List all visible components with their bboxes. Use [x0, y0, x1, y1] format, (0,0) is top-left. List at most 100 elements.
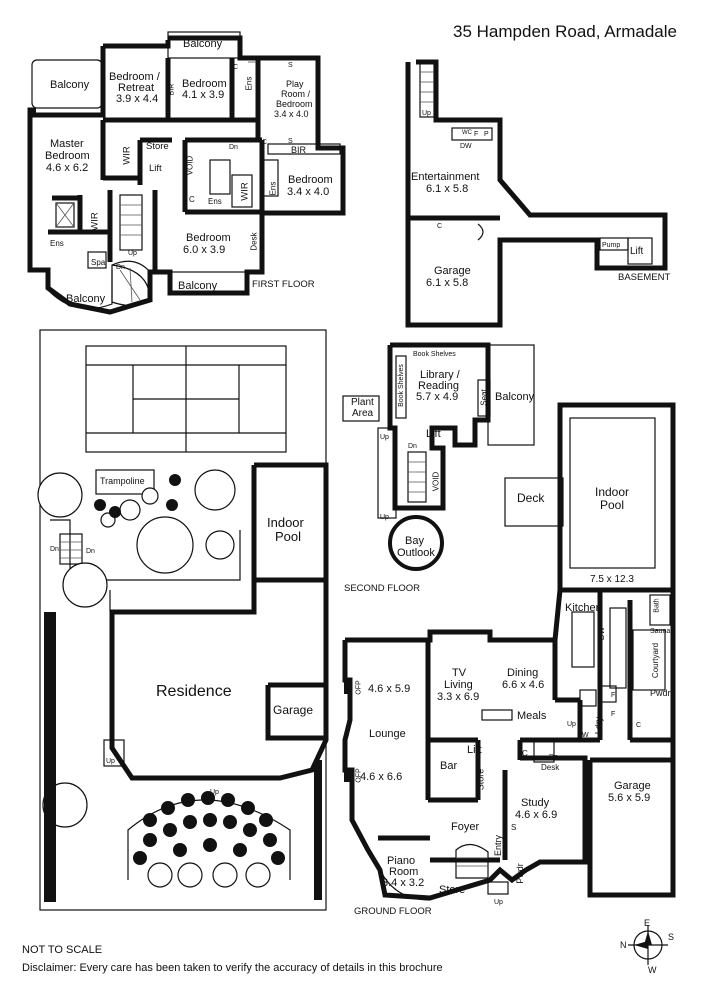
ofp-label-1: OFP: [355, 680, 363, 695]
ground-f-label-1: F: [611, 692, 616, 699]
store-label: Store: [146, 141, 169, 152]
site-up-label-1: Up: [106, 758, 115, 765]
entertainment-label: Entertainment: [411, 171, 480, 183]
seat-label: Seat: [479, 389, 489, 406]
basement-wc-label: WC: [462, 130, 472, 136]
void-label: VOID: [185, 155, 195, 176]
dining-size: 6.6 x 4.6: [502, 679, 545, 691]
ldry-label: Ldry: [593, 716, 604, 735]
compass-w: W: [648, 965, 657, 975]
piano-label: Piano: [387, 855, 416, 867]
compass-e: E: [644, 918, 651, 928]
ground-f-label-2: F: [611, 711, 616, 718]
bedroom-retreat-size: 3.9 x 4.4: [116, 93, 159, 105]
deck-label: Deck: [517, 491, 545, 505]
compass-rose: [628, 925, 668, 965]
first-dn-label-1: Dn: [229, 144, 238, 151]
ground-garage-size: 5.6 x 5.9: [608, 792, 651, 804]
bay-label: Bay: [405, 535, 424, 547]
pool-size: 7.5 x 12.3: [590, 574, 634, 585]
ground-s-label-1: S: [582, 787, 588, 796]
tv-label-2: Living: [444, 679, 473, 691]
ground-floor-plan: [342, 402, 676, 901]
ground-dn-label: Dn: [549, 754, 558, 761]
courtyard-label: Courtyard: [651, 642, 661, 679]
second-balcony-label: Balcony: [495, 391, 535, 403]
first-floor-label: FIRST FLOOR: [252, 279, 315, 290]
study-size: 4.6 x 6.9: [515, 809, 558, 821]
second-void-label: VOID: [431, 471, 441, 492]
bedroom-a-label: Bedroom: [182, 78, 227, 90]
site-pool-label: Indoor: [267, 515, 304, 530]
first-up-label: Up: [128, 250, 137, 257]
pump-label: Pump: [602, 242, 621, 249]
site-dn-label-1: Dn: [50, 546, 59, 553]
trampoline-label: Trampoline: [100, 476, 145, 486]
not-to-scale-label: NOT TO SCALE: [22, 944, 103, 956]
balcony-left-label: Balcony: [50, 79, 90, 91]
disclaimer-text: Disclaimer: Every care has been taken to…: [22, 962, 443, 974]
master-bedroom-size: 4.6 x 6.2: [46, 162, 89, 174]
first-c-label-1: C: [233, 64, 239, 71]
play-room-label: Play: [286, 79, 304, 89]
basement-label: BASEMENT: [618, 272, 671, 283]
tv-label: TV: [452, 667, 467, 679]
bedroom-c-label: Bedroom: [186, 232, 231, 244]
ground-garage-label: Garage: [614, 780, 651, 792]
basement-p-label: P: [484, 131, 489, 138]
book-shelves-top-label: Book Shelves: [413, 351, 456, 358]
first-s-label-2: S: [288, 138, 293, 145]
second-dn-label: Dn: [408, 443, 417, 450]
bedroom-c-size: 6.0 x 3.9: [183, 244, 226, 256]
library-size: 5.7 x 4.9: [416, 391, 459, 403]
pwdr2-label: Pwdr: [514, 863, 525, 884]
bay-label-2: Outlook: [397, 547, 435, 559]
first-floor-plan: [27, 31, 346, 315]
piano-label-2: Room: [389, 866, 419, 878]
foyer-label: Foyer: [451, 821, 480, 833]
pool-label: Indoor: [595, 485, 630, 499]
ground-up-label-1: Up: [567, 721, 576, 728]
basement-garage-label: Garage: [434, 265, 471, 277]
entry-label: Entry: [493, 834, 504, 857]
bath-label: Bath: [653, 598, 661, 613]
site-pool-label-2: Pool: [275, 529, 302, 544]
play-room-label-3: Bedroom: [276, 99, 313, 109]
lounge-label: Lounge: [369, 728, 406, 740]
entertainment-size: 6.1 x 5.8: [426, 183, 469, 195]
basement-dw-label: DW: [460, 143, 472, 150]
ground-c-label-1: C: [522, 749, 528, 758]
wir-label-3: WIR: [239, 182, 251, 201]
kitchen-label: Kitchen: [565, 602, 602, 614]
bedroom-b-size: 3.4 x 4.0: [287, 186, 330, 198]
desk-label-ground: Desk: [541, 763, 560, 772]
first-s-label-1: S: [288, 62, 293, 69]
second-floor-label: SECOND FLOOR: [344, 583, 421, 594]
site-garage-label: Garage: [273, 703, 314, 717]
bedroom-a-size: 4.1 x 3.9: [182, 89, 225, 101]
property-address: 35 Hampden Road, Armadale: [453, 22, 677, 41]
basement-c-label: C: [437, 223, 443, 230]
bar-label: Bar: [440, 760, 458, 772]
site-plan: [37, 329, 329, 911]
ground-up-label-2: Up: [494, 899, 503, 906]
bir-label-1: BIR: [291, 145, 307, 155]
bedroom-retreat-label: Bedroom /: [109, 71, 160, 83]
basement-f-label: F: [474, 131, 479, 138]
piano-size: 3.4 x 3.2: [382, 877, 425, 889]
second-up-label-1: Up: [380, 434, 389, 441]
pool-label-2: Pool: [600, 498, 625, 512]
lounge-size-a: 4.6 x 5.9: [368, 683, 411, 695]
ground-w-label: W: [582, 732, 589, 739]
ens-label-2: Ens: [208, 197, 222, 206]
residence-label: Residence: [156, 683, 232, 700]
library-label-2: Reading: [418, 380, 459, 392]
desk-label: Desk: [249, 232, 259, 251]
site-up-label-2: Up: [210, 789, 219, 796]
ens-label-3: Ens: [268, 181, 278, 196]
wir-label-1: WIR: [121, 146, 133, 165]
basement-plan: [405, 59, 668, 328]
bedroom-b-label: Bedroom: [288, 174, 333, 186]
study-label: Study: [521, 797, 550, 809]
